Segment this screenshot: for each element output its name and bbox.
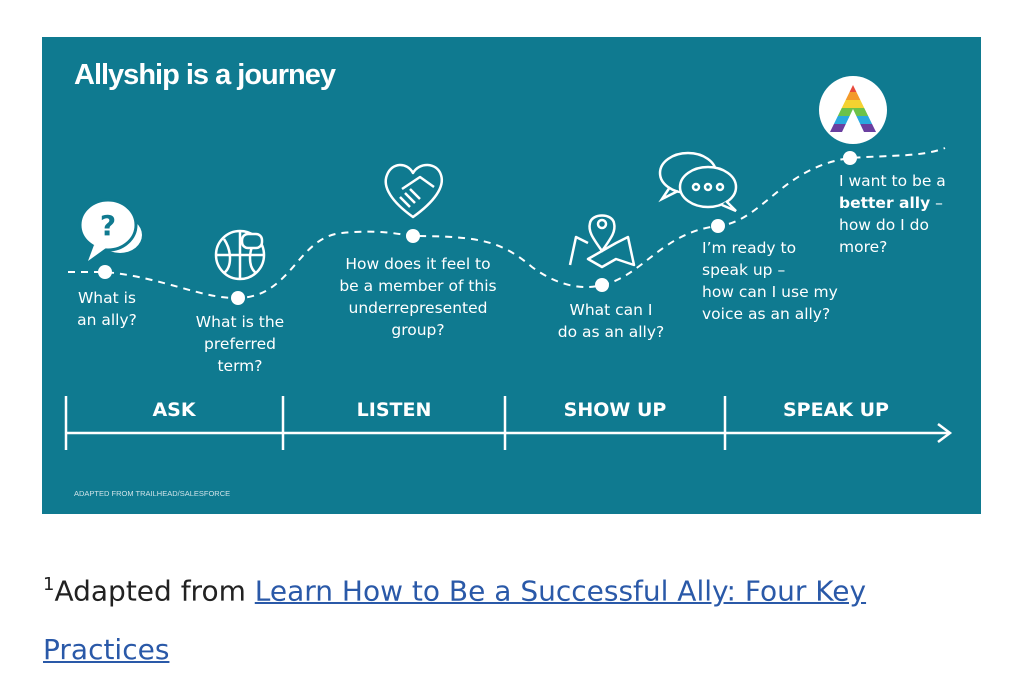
- step-label-preferred-term: What is the preferred term?: [188, 311, 292, 377]
- map-pin-icon: [568, 214, 636, 269]
- source-link[interactable]: Learn How to Be a Successful Ally: Four …: [254, 574, 867, 608]
- stage-ask: ASK: [152, 399, 196, 421]
- timeline: [64, 396, 953, 450]
- label-line: preferred: [204, 335, 276, 353]
- journey-path: [68, 147, 946, 300]
- step-label-what-is-ally: What is an ally?: [62, 287, 152, 331]
- chat-bubbles-icon: [658, 151, 738, 213]
- label-line: how can I use my: [702, 283, 838, 301]
- step-label-ready-to-speak: I’m ready to speak up – how can I use my…: [702, 237, 852, 325]
- label-line: how do I do: [839, 216, 929, 234]
- rainbow-a-logo-icon: [819, 76, 887, 144]
- step-label-what-can-i-do: What can I do as an ally?: [546, 299, 676, 343]
- stage-speak-up: SPEAK UP: [783, 399, 889, 421]
- label-line: term?: [217, 357, 263, 375]
- credit-text: ADAPTED FROM TRAILHEAD/SALESFORCE: [74, 489, 231, 498]
- step-dot: [843, 151, 857, 165]
- footnote-number: 1: [43, 574, 55, 595]
- label-line: I want to be a: [839, 172, 946, 190]
- label-line: speak up –: [702, 261, 786, 279]
- heart-handshake-icon: [384, 163, 444, 219]
- label-line: What can I: [569, 301, 653, 319]
- label-line: more?: [839, 238, 888, 256]
- label-line: do as an ally?: [557, 323, 665, 341]
- step-dot: [406, 229, 420, 243]
- label-line: better ally –: [839, 192, 969, 214]
- label-line: be a member of this: [339, 277, 497, 295]
- journey-art: ?: [64, 76, 953, 450]
- label-line: an ally?: [77, 311, 137, 329]
- label-line: How does it feel to: [345, 255, 491, 273]
- step-label-how-does-it-feel: How does it feel to be a member of this …: [328, 253, 508, 341]
- emphasis-text: better ally: [839, 194, 931, 212]
- globe-speech-icon: [214, 229, 266, 281]
- stage-listen: LISTEN: [356, 399, 432, 421]
- step-dot: [711, 219, 725, 233]
- source-link-continued[interactable]: Practices: [43, 633, 170, 666]
- label-line: group?: [391, 321, 445, 339]
- step-dot: [98, 265, 112, 279]
- step-dot: [595, 278, 609, 292]
- label-line: voice as an ally?: [702, 305, 831, 323]
- label-line: What is the: [195, 313, 285, 331]
- step-dot: [231, 291, 245, 305]
- footnote-prefix: Adapted from: [54, 574, 255, 608]
- label-line: What is: [77, 289, 137, 307]
- footnote: 1Adapted from Learn How to Be a Successf…: [43, 574, 866, 607]
- label-line: underrepresented: [348, 299, 488, 317]
- allyship-infographic: ?: [42, 37, 981, 514]
- infographic-title: Allyship is a journey: [74, 59, 336, 91]
- step-label-better-ally: I want to be a better ally – how do I do…: [839, 170, 969, 258]
- label-line: I’m ready to: [702, 239, 797, 257]
- footnote-line2: Practices: [43, 633, 169, 666]
- stage-show-up: SHOW UP: [563, 399, 667, 421]
- dash-text: –: [930, 194, 943, 212]
- svg-text:?: ?: [100, 209, 116, 242]
- question-bubbles-icon: ?: [78, 198, 142, 261]
